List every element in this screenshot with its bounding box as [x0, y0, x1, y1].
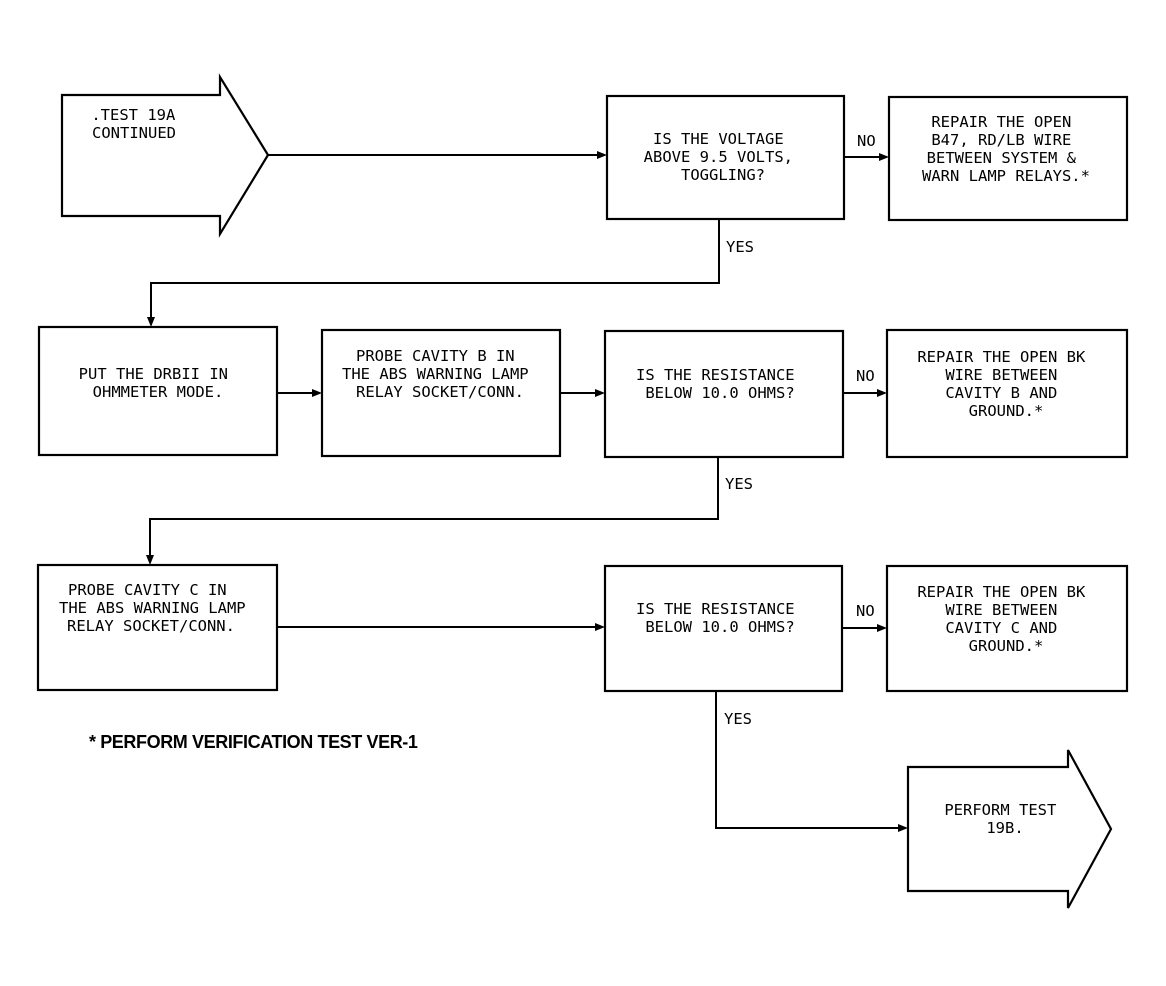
arrowhead-repair-b47	[879, 153, 889, 161]
no-label-res-b: NO	[856, 367, 875, 385]
repair-b47-line-2: B47, RD/LB WIRE	[931, 131, 1071, 149]
repair-b47-line-3: BETWEEN SYSTEM &	[927, 149, 1077, 167]
probe-b-line-1: PROBE CAVITY B IN	[356, 347, 515, 365]
svg-text:REPAIR THE OPEN BK WIRE: REPAIR THE OPEN BK WIRE BETWEEN CAVITY B…	[917, 348, 1094, 420]
svg-text:PERFORM TEST 19B.: PERFORM TEST 19B.	[944, 801, 1065, 837]
repair-b47-box: REPAIR THE OPEN B47, RD/LB WIRE BETWEEN …	[887, 95, 1129, 222]
repair-cavity-c-box: REPAIR THE OPEN BK WIRE BETWEEN CAVITY C…	[885, 564, 1129, 693]
verification-footnote: * PERFORM VERIFICATION TEST VER-1	[89, 732, 418, 752]
svg-text:IS THE RESISTANCE BELOW: IS THE RESISTANCE BELOW 10.0 OHMS?	[636, 600, 804, 636]
svg-text:REPAIR THE OPEN B47, RD/: REPAIR THE OPEN B47, RD/LB WIRE BETWEEN …	[922, 113, 1090, 185]
resistance-b-question-box: IS THE RESISTANCE BELOW 10.0 OHMS?	[603, 329, 845, 459]
drbii-line-2: OHMMETER MODE.	[93, 383, 224, 401]
repair-c-line-2: WIRE BETWEEN	[945, 601, 1057, 619]
start-line-1: .TEST 19A	[91, 106, 176, 124]
drbii-ohmmeter-box: PUT THE DRBII IN OHMMETER MODE.	[37, 325, 279, 457]
arrowhead-drbii	[147, 317, 155, 327]
repair-b-line-4: GROUND.*	[969, 402, 1044, 420]
probe-cavity-c-box: PROBE CAVITY C IN THE ABS WARNING LAMP R…	[36, 563, 279, 692]
voltage-question-line-1: IS THE VOLTAGE	[653, 130, 784, 148]
svg-text:IS THE RESISTANCE BELOW: IS THE RESISTANCE BELOW 10.0 OHMS?	[636, 366, 804, 402]
res-b-line-2: BELOW 10.0 OHMS?	[645, 384, 794, 402]
yes-label-res-b: YES	[725, 475, 753, 493]
svg-text:PROBE CAVITY B IN THE AB: PROBE CAVITY B IN THE ABS WARNING LAMP R…	[342, 347, 538, 401]
repair-b-line-3: CAVITY B AND	[945, 384, 1057, 402]
repair-b47-line-4: WARN LAMP RELAYS.*	[922, 167, 1090, 185]
drbii-line-1: PUT THE DRBII IN	[79, 365, 228, 383]
yes-label-res-c: YES	[724, 710, 752, 728]
start-line-2: CONTINUED	[92, 124, 176, 142]
yes-label-voltage: YES	[726, 238, 754, 256]
repair-c-line-3: CAVITY C AND	[945, 619, 1057, 637]
res-c-line-1: IS THE RESISTANCE	[636, 600, 795, 618]
connectors	[146, 151, 908, 832]
voltage-question-line-2: ABOVE 9.5 VOLTS,	[644, 148, 793, 166]
probe-b-line-3: RELAY SOCKET/CONN.	[356, 383, 524, 401]
arrowhead-res-b	[595, 389, 605, 397]
repair-b-line-1: REPAIR THE OPEN BK	[917, 348, 1086, 366]
end-line-1: PERFORM TEST	[944, 801, 1056, 819]
arrowhead-voltage	[597, 151, 607, 159]
voltage-question-box: IS THE VOLTAGE ABOVE 9.5 VOLTS, TOGGLING…	[605, 94, 846, 221]
repair-c-line-4: GROUND.*	[969, 637, 1044, 655]
repair-c-line-1: REPAIR THE OPEN BK	[917, 583, 1086, 601]
probe-c-line-3: RELAY SOCKET/CONN.	[67, 617, 235, 635]
no-label-voltage: NO	[857, 132, 876, 150]
connector-voltage-yes	[150, 219, 720, 320]
res-b-line-1: IS THE RESISTANCE	[636, 366, 795, 384]
connector-res-b-yes	[149, 457, 719, 558]
svg-text:.TEST 19A CONTINUED: .TEST 19A CONTINUED	[91, 106, 184, 142]
repair-b47-line-1: REPAIR THE OPEN	[931, 113, 1071, 131]
connector-res-c-yes	[715, 691, 901, 829]
svg-text:IS THE VOLTAGE ABOVE 9.5: IS THE VOLTAGE ABOVE 9.5 VOLTS, TOGGLING…	[644, 130, 803, 184]
probe-c-line-2: THE ABS WARNING LAMP	[59, 599, 246, 617]
repair-b-line-2: WIRE BETWEEN	[945, 366, 1057, 384]
start-block: .TEST 19A CONTINUED	[60, 73, 270, 238]
arrowhead-probe-b	[312, 389, 322, 397]
arrowhead-perform-19b	[898, 824, 908, 832]
arrowhead-repair-cav-c	[877, 624, 887, 632]
arrowhead-res-c	[595, 623, 605, 631]
svg-text:REPAIR THE OPEN BK WIRE: REPAIR THE OPEN BK WIRE BETWEEN CAVITY C…	[917, 583, 1094, 655]
resistance-c-question-box: IS THE RESISTANCE BELOW 10.0 OHMS?	[603, 564, 844, 693]
no-label-res-c: NO	[856, 602, 875, 620]
res-c-line-2: BELOW 10.0 OHMS?	[645, 618, 794, 636]
arrowhead-probe-c	[146, 555, 154, 565]
arrowhead-repair-cav-b	[877, 389, 887, 397]
probe-cavity-b-box: PROBE CAVITY B IN THE ABS WARNING LAMP R…	[320, 328, 562, 458]
repair-cavity-b-box: REPAIR THE OPEN BK WIRE BETWEEN CAVITY B…	[885, 328, 1129, 459]
svg-text:PUT THE DRBII IN OHMMETE: PUT THE DRBII IN OHMMETER MODE.	[79, 365, 238, 401]
end-line-2: 19B.	[986, 819, 1023, 837]
probe-b-line-2: THE ABS WARNING LAMP	[342, 365, 529, 383]
perform-test-19b-block: PERFORM TEST 19B.	[906, 749, 1113, 909]
probe-c-line-1: PROBE CAVITY C IN	[68, 581, 227, 599]
svg-text:PROBE CAVITY C IN THE AB: PROBE CAVITY C IN THE ABS WARNING LAMP R…	[59, 581, 255, 635]
voltage-question-line-3: TOGGLING?	[681, 166, 765, 184]
